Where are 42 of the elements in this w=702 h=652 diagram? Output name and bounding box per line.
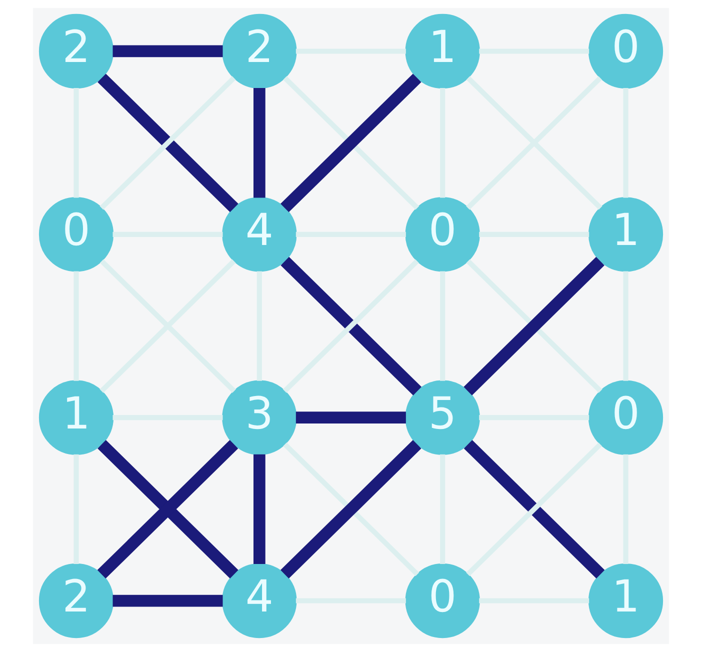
- connector: [623, 454, 628, 564]
- connector: [253, 88, 266, 198]
- connector: [440, 88, 446, 198]
- connector: [74, 271, 79, 381]
- node-circle: 0: [588, 380, 664, 455]
- connector: [74, 454, 79, 564]
- node-circle: 1: [38, 380, 114, 455]
- connector: [256, 271, 262, 381]
- connector: [74, 88, 79, 198]
- connector: [100, 259, 236, 393]
- connector: [479, 48, 590, 54]
- connector: [253, 454, 266, 564]
- node-circle: 3: [222, 380, 297, 455]
- connector: [112, 415, 223, 420]
- connector: [466, 76, 602, 210]
- node-circle: 0: [588, 14, 664, 89]
- node-circle: 0: [405, 563, 480, 638]
- connector: [112, 45, 223, 58]
- connector: [479, 415, 590, 420]
- connector: [112, 594, 223, 607]
- node-circle: 0: [405, 197, 480, 272]
- connector: [296, 48, 406, 54]
- connector: [296, 412, 406, 424]
- connector: [623, 271, 628, 381]
- node-circle: 1: [588, 563, 664, 638]
- connector: [479, 232, 590, 237]
- node-circle: 5: [405, 380, 480, 455]
- node-circle: 0: [38, 197, 114, 272]
- node-circle: 2: [222, 14, 297, 89]
- node-circle: 1: [588, 197, 664, 272]
- node-circle: 2: [38, 563, 114, 638]
- connector: [623, 88, 628, 198]
- connector: [296, 232, 406, 237]
- connector: [440, 271, 446, 381]
- connector: [112, 232, 223, 237]
- connector: [296, 598, 406, 604]
- connector: [440, 454, 446, 564]
- node-circle: 1: [405, 14, 480, 89]
- connector: [479, 598, 590, 604]
- node-circle: 2: [38, 14, 114, 89]
- node-circle: 4: [222, 563, 297, 638]
- node-circle: 4: [222, 197, 297, 272]
